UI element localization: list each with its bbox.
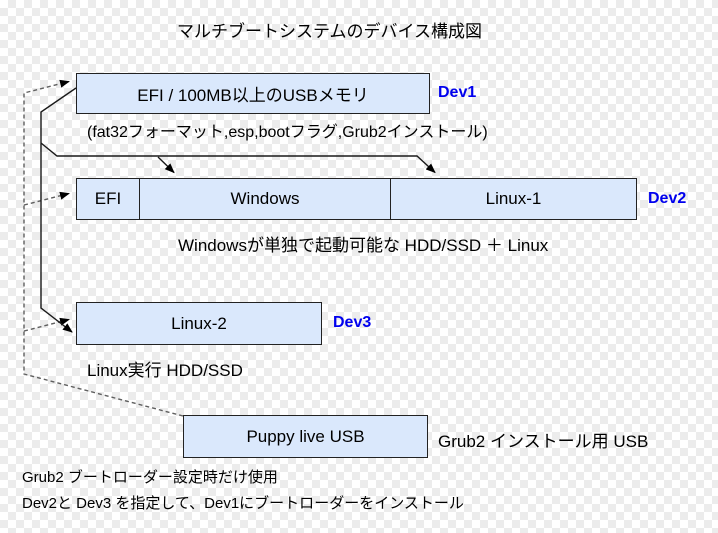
- dev1-box-label: EFI / 100MB以上のUSBメモリ: [137, 86, 369, 105]
- dev3-box: Linux-2: [76, 302, 322, 345]
- dashed-arrow-usb-to-dev2: [23, 191, 70, 206]
- dev2-partition-linux1: Linux-1: [390, 179, 636, 219]
- dev2-caption: Windowsが単独で起動可能な HDD/SSD ＋ Linux: [178, 236, 549, 255]
- dev3-box-label: Linux-2: [171, 313, 227, 333]
- dev3-caption: Linux実行 HDD/SSD: [87, 361, 243, 380]
- puppy-usb-side-label: Grub2 インストール用 USB: [438, 432, 649, 451]
- dev2-device-label: Dev2: [648, 190, 687, 207]
- solid-connector-dev1-to-linux1: [40, 142, 436, 174]
- footnote-line-2: Dev2と Dev3 を指定して、Dev1にブートローダーをインストール: [22, 495, 464, 512]
- puppy-usb-box: Puppy live USB: [183, 415, 428, 458]
- dev2-partition-row: EFI Windows Linux-1: [76, 178, 637, 220]
- dev1-caption: (fat32フォーマット,esp,bootフラグ,Grub2インストール): [87, 124, 488, 141]
- dev2-partition-windows: Windows: [139, 179, 390, 219]
- solid-connector-dev1-to-dev3: [40, 87, 77, 333]
- dev3-device-label: Dev3: [333, 314, 372, 331]
- dev1-device-label: Dev1: [438, 84, 477, 101]
- diagram-title: マルチブートシステムのデバイス構成図: [177, 22, 482, 41]
- puppy-usb-box-label: Puppy live USB: [246, 426, 365, 446]
- dashed-arrow-usb-to-dev3: [23, 317, 70, 332]
- dev2-partition-efi: EFI: [94, 189, 122, 208]
- solid-arrow-to-windows: [157, 156, 175, 174]
- footnote-line-1: Grub2 ブートローダー設定時だけ使用: [22, 469, 278, 486]
- dev1-box: EFI / 100MB以上のUSBメモリ: [76, 73, 430, 114]
